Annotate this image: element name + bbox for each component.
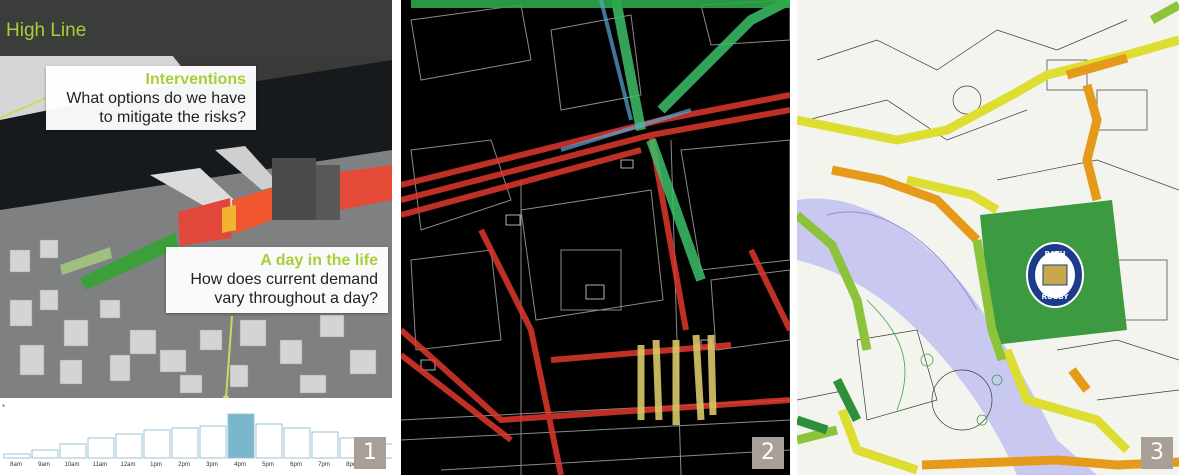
time-label: 8am — [10, 462, 22, 468]
panel-number-badge-2: 2 — [752, 437, 784, 469]
app-title: High Line — [6, 20, 87, 41]
time-label: 9am — [38, 462, 50, 468]
callout-day-line2: vary throughout a day? — [214, 290, 378, 307]
time-label: 10am — [64, 462, 80, 468]
histogram-bar[interactable] — [311, 431, 339, 459]
callout-interventions-title: Interventions — [145, 71, 246, 88]
histogram-bar[interactable] — [255, 423, 283, 459]
histogram-bar[interactable] — [171, 427, 199, 459]
street-map-with-route: BATH RUGBY — [797, 0, 1179, 475]
panel-high-line-3d-view: High Line Interventions What options do … — [0, 0, 392, 475]
demand-histogram-bars[interactable] — [0, 398, 392, 461]
app-title-bar: High Line — [0, 0, 392, 56]
histogram-bar[interactable] — [199, 425, 227, 459]
histogram-bar[interactable] — [59, 443, 87, 459]
clock-icon: ◔ — [0, 401, 6, 411]
panel-pedestrian-trace-map: 2 — [401, 0, 790, 475]
histogram-bar[interactable] — [3, 453, 31, 459]
histogram-bar[interactable] — [31, 449, 59, 459]
time-label: 8pm — [346, 462, 358, 468]
time-label: 1pm — [150, 462, 162, 468]
svg-text:BATH: BATH — [1045, 250, 1066, 258]
histogram-bar[interactable] — [283, 427, 311, 459]
histogram-bar[interactable] — [115, 433, 143, 459]
histogram-bar-highlighted[interactable] — [227, 413, 255, 459]
callout-day-in-the-life[interactable]: A day in the life How does current deman… — [166, 247, 388, 313]
svg-text:RUGBY: RUGBY — [1042, 293, 1070, 301]
time-label: 6pm — [290, 462, 302, 468]
callout-interventions-line1: What options do we have — [66, 90, 246, 107]
panel-number-badge-1: 1 — [354, 437, 386, 469]
time-label: 7pm — [318, 462, 330, 468]
callout-interventions-line2: to mitigate the risks? — [99, 109, 246, 126]
bath-rugby-logo-icon: BATH RUGBY — [1026, 242, 1084, 308]
trajectory-trace-plot — [401, 0, 790, 475]
time-label: 5pm — [262, 462, 274, 468]
histogram-bar[interactable] — [87, 437, 115, 459]
time-label: 2pm — [178, 462, 190, 468]
callout-day-title: A day in the life — [260, 252, 378, 269]
panel-bath-route-map: BATH RUGBY 3 — [797, 0, 1179, 475]
time-label: 12am — [120, 462, 136, 468]
callout-interventions[interactable]: Interventions What options do we have to… — [46, 66, 256, 130]
time-label: 11am — [92, 462, 108, 468]
histogram-time-axis: 8am 9am 10am 11am 12am 1pm 2pm 3pm 4pm 5pm 6pm 7pm 8… — [0, 461, 392, 475]
callout-day-line1: How does current demand — [190, 271, 378, 288]
panel-number-badge-3: 3 — [1141, 437, 1173, 469]
time-label: 4pm — [234, 462, 246, 468]
histogram-bar[interactable] — [143, 429, 171, 459]
time-label: 3pm — [206, 462, 218, 468]
